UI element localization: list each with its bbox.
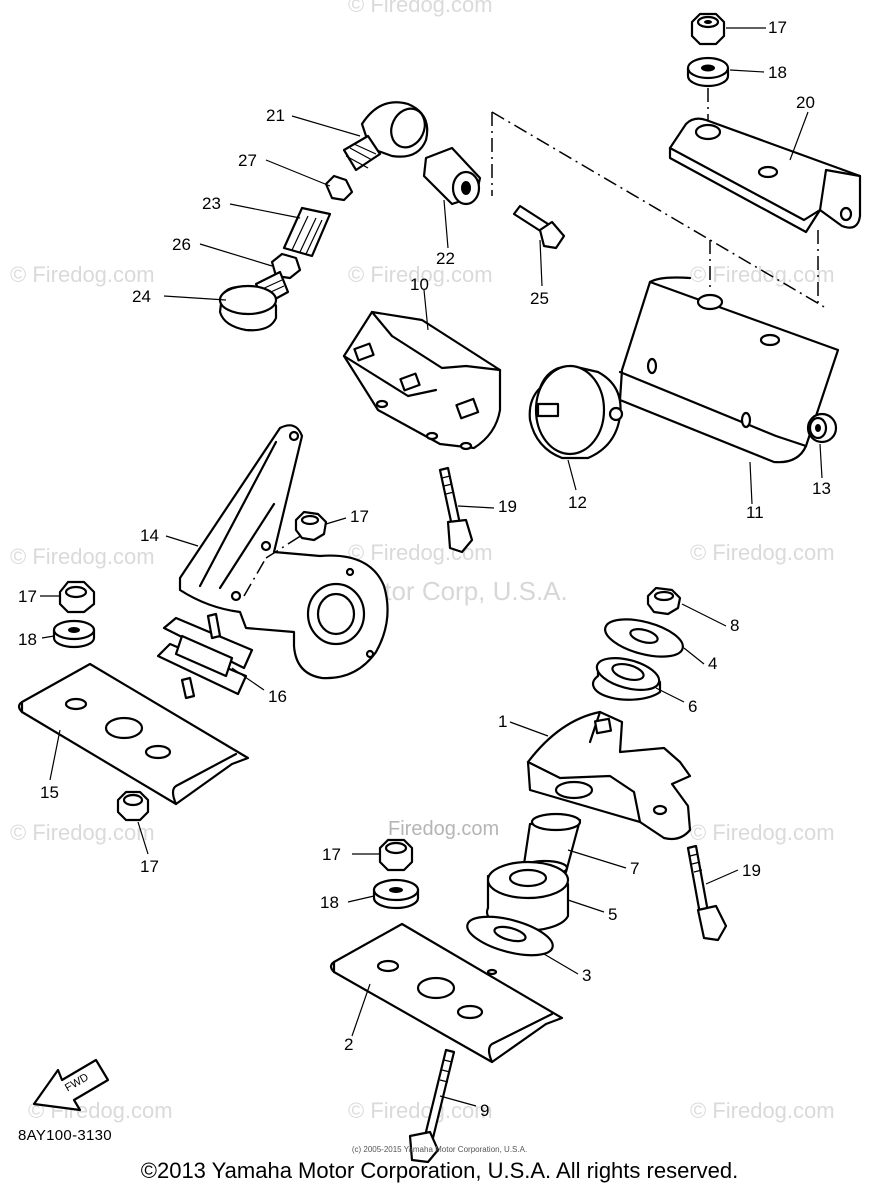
callout-3: 3 <box>582 966 592 985</box>
callout-11: 11 <box>746 503 764 522</box>
callout-16: 16 <box>268 687 287 706</box>
callout-19-upper: 19 <box>498 497 517 516</box>
callout-23: 23 <box>202 194 221 213</box>
callout-17-left-bottom: 17 <box>140 857 159 876</box>
callout-1: 1 <box>498 712 508 731</box>
callout-21: 21 <box>266 106 285 125</box>
part-23-sleeve <box>282 206 332 258</box>
part-17-nut-left-bottom <box>116 790 150 822</box>
callout-9: 9 <box>480 1101 490 1120</box>
callout-25: 25 <box>530 289 549 308</box>
part-18-grommet-top <box>686 56 730 88</box>
part-24-bolt <box>218 270 290 332</box>
callout-17: 17 <box>768 18 787 37</box>
callout-20: 20 <box>796 93 815 112</box>
callout-14: 14 <box>140 526 159 545</box>
callout-2: 2 <box>344 1035 354 1054</box>
callout-15: 15 <box>40 783 59 802</box>
callout-26: 26 <box>172 235 191 254</box>
part-12-damper <box>528 364 624 460</box>
part-11-cover <box>618 276 840 464</box>
part-18-grommet-lower <box>372 878 420 910</box>
part-1-bracket <box>526 710 692 841</box>
part-17-nut-left <box>58 580 96 614</box>
callout-8: 8 <box>730 616 740 635</box>
part-14-bracket <box>178 424 389 680</box>
callout-27: 27 <box>238 151 257 170</box>
callout-10: 10 <box>410 275 429 294</box>
callout-18-lower: 18 <box>320 893 339 912</box>
part-19-bolt-upper <box>438 466 474 554</box>
fwd-arrow-icon: FWD <box>32 1058 110 1112</box>
part-5-damper <box>485 860 570 932</box>
callout-19-lower: 19 <box>742 861 761 880</box>
diagram-code: 8AY100-3130 <box>18 1127 112 1144</box>
callout-18-left: 18 <box>18 630 37 649</box>
small-notice: (c) 2005-2015 Yamaha Motor Corporation, … <box>351 1145 528 1154</box>
part-25-bolt <box>512 204 566 250</box>
leader-lines <box>40 27 823 1107</box>
part-9-bolt <box>408 1048 456 1164</box>
part-18-grommet-left <box>52 619 96 649</box>
callout-17-lower: 17 <box>322 845 341 864</box>
part-8-nut <box>646 586 682 616</box>
part-19-bolt-lower-right <box>686 844 728 942</box>
callout-12: 12 <box>568 493 587 512</box>
part-17-nut-top <box>690 12 726 46</box>
callout-6: 6 <box>688 697 698 716</box>
part-6-grommet <box>591 657 662 701</box>
footer-copyright: ©2013 Yamaha Motor Corporation, U.S.A. A… <box>140 1158 739 1183</box>
callout-5: 5 <box>608 905 618 924</box>
part-10-bracket <box>342 310 502 451</box>
callout-13: 13 <box>812 479 831 498</box>
callout-24: 24 <box>132 287 151 306</box>
part-20-bracket <box>668 117 862 234</box>
callout-17-mid: 17 <box>350 507 369 526</box>
part-2-plate <box>329 922 564 1064</box>
part-3-washer <box>466 915 554 957</box>
part-27-nut <box>324 174 354 202</box>
part-17-nut-lower <box>378 838 414 872</box>
part-21-rod-end <box>342 101 429 172</box>
callout-4: 4 <box>708 654 718 673</box>
callout-22: 22 <box>436 249 455 268</box>
callout-7: 7 <box>630 859 640 878</box>
part-17-nut-mid <box>294 510 328 542</box>
part-13-grommet <box>806 412 838 444</box>
part-22-bushing <box>422 146 482 206</box>
part-16-mount <box>156 612 254 700</box>
callout-18: 18 <box>768 63 787 82</box>
part-4-washer <box>604 618 684 658</box>
callout-17-left: 17 <box>18 587 37 606</box>
part-15-plate <box>17 662 250 806</box>
